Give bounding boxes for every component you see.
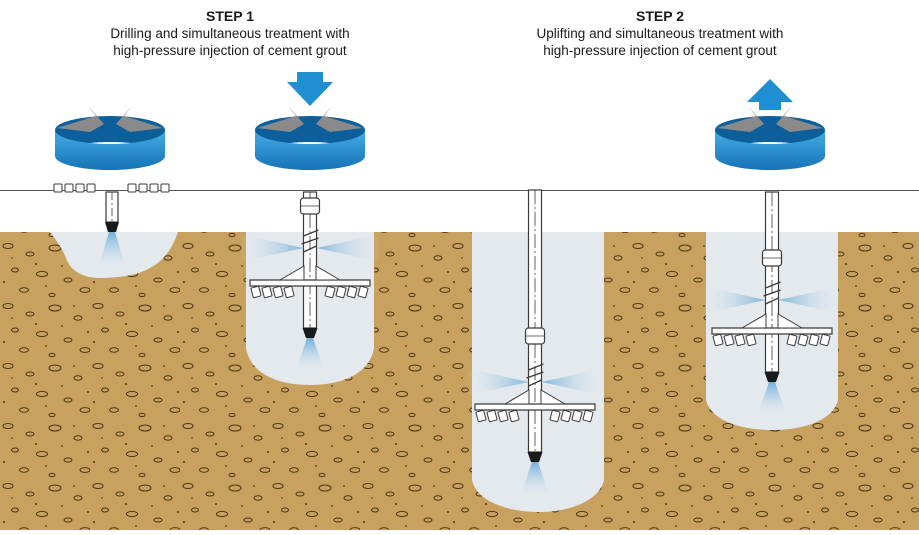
cutter-arm (711, 327, 833, 335)
drill-tool-1 (53, 183, 170, 268)
cutter-tooth (819, 333, 831, 347)
cutter-tooth (497, 409, 509, 423)
up-arrow-icon (747, 79, 793, 110)
step-2-title: STEP 2 (636, 8, 684, 24)
cutter-tooth (508, 409, 520, 423)
drill-tool-4 (702, 191, 842, 414)
step-1-title: STEP 1 (206, 8, 254, 24)
cutter-tooth (346, 285, 358, 299)
cutter-tooth (486, 409, 498, 423)
step-1-caption: STEP 1 Drilling and simultaneous treatme… (40, 8, 420, 59)
cutter-tooth (127, 183, 137, 193)
cutter-arm (474, 403, 596, 411)
cutter-gusset (503, 389, 567, 405)
cutter-tooth (475, 409, 487, 423)
rotation-arrowhead-left (57, 106, 104, 132)
cutter-tooth (53, 183, 63, 193)
rotation-band-front (715, 130, 825, 170)
cutter-tooth (723, 333, 735, 347)
nozzle-jet-icon (541, 368, 605, 396)
nozzle-jet-icon (240, 234, 304, 262)
cutter-tooth (560, 409, 572, 423)
step-2-line-2: high-pressure injection of cement grout (543, 43, 777, 58)
drill-bit (527, 452, 543, 462)
rotation-band-front (255, 130, 365, 170)
cutter-arm (249, 279, 371, 287)
cutter-tooth (261, 285, 273, 299)
step-2-caption: STEP 2 Uplifting and simultaneous treatm… (470, 8, 850, 59)
cutter-tooth (357, 285, 369, 299)
nozzle-jet-icon (758, 382, 786, 414)
drill-bit (302, 328, 318, 338)
nozzle-jet-icon (98, 232, 126, 268)
step-1-line-2: high-pressure injection of cement grout (113, 43, 347, 58)
drill-tool-2 (240, 191, 380, 370)
auger-flight (301, 229, 319, 253)
nozzle-jet-icon (702, 286, 766, 314)
rotation-arrowhead-left (717, 106, 764, 132)
cutter-tooth (582, 409, 594, 423)
cutter-gusset (278, 265, 342, 281)
cutter-tooth (324, 285, 336, 299)
cutter-tooth (250, 285, 262, 299)
nozzle-jet-icon (521, 462, 549, 494)
cutter-tooth (734, 333, 746, 347)
cutter-tooth (75, 183, 85, 193)
nozzle-jet-icon (465, 368, 529, 396)
drill-bit (105, 222, 119, 232)
cutter-tooth (64, 183, 74, 193)
cutter-tooth (149, 183, 159, 193)
cutter-tooth (571, 409, 583, 423)
cutter-tooth (272, 285, 284, 299)
cutter-gusset (740, 313, 804, 329)
cutter-tooth (808, 333, 820, 347)
cutter-tooth (138, 183, 148, 193)
cutter-tooth (797, 333, 809, 347)
cutter-tooth (283, 285, 295, 299)
rotation-arrow-icon (715, 106, 825, 170)
auger-flight (763, 281, 781, 305)
down-arrow-icon (287, 72, 333, 106)
cutter-tooth (745, 333, 757, 347)
ground-surface (0, 190, 919, 232)
drill-tool-3 (465, 189, 605, 494)
step-2-line-1: Uplifting and simultaneous treatment wit… (536, 26, 784, 41)
nozzle-jet-icon (778, 286, 842, 314)
cutter-tooth (160, 183, 170, 193)
nozzle-jet-icon (296, 338, 324, 370)
rotation-arrow-icon (255, 106, 365, 170)
rotation-arrowhead-right (116, 106, 163, 132)
cutter-tooth (549, 409, 561, 423)
nozzle-jet-icon (316, 234, 380, 262)
cutter-tooth (712, 333, 724, 347)
rotation-arrowhead-right (316, 106, 363, 132)
step-1-line-1: Drilling and simultaneous treatment with (110, 26, 350, 41)
rotation-band-front (55, 130, 165, 170)
cutter-tooth (786, 333, 798, 347)
drill-bit (764, 372, 780, 382)
cutter-tooth (86, 183, 96, 193)
auger-flight (526, 363, 544, 387)
cutter-tooth (335, 285, 347, 299)
rotation-arrowhead-right (776, 106, 823, 132)
rotation-arrowhead-left (257, 106, 304, 132)
rotation-arrow-icon (55, 106, 165, 170)
